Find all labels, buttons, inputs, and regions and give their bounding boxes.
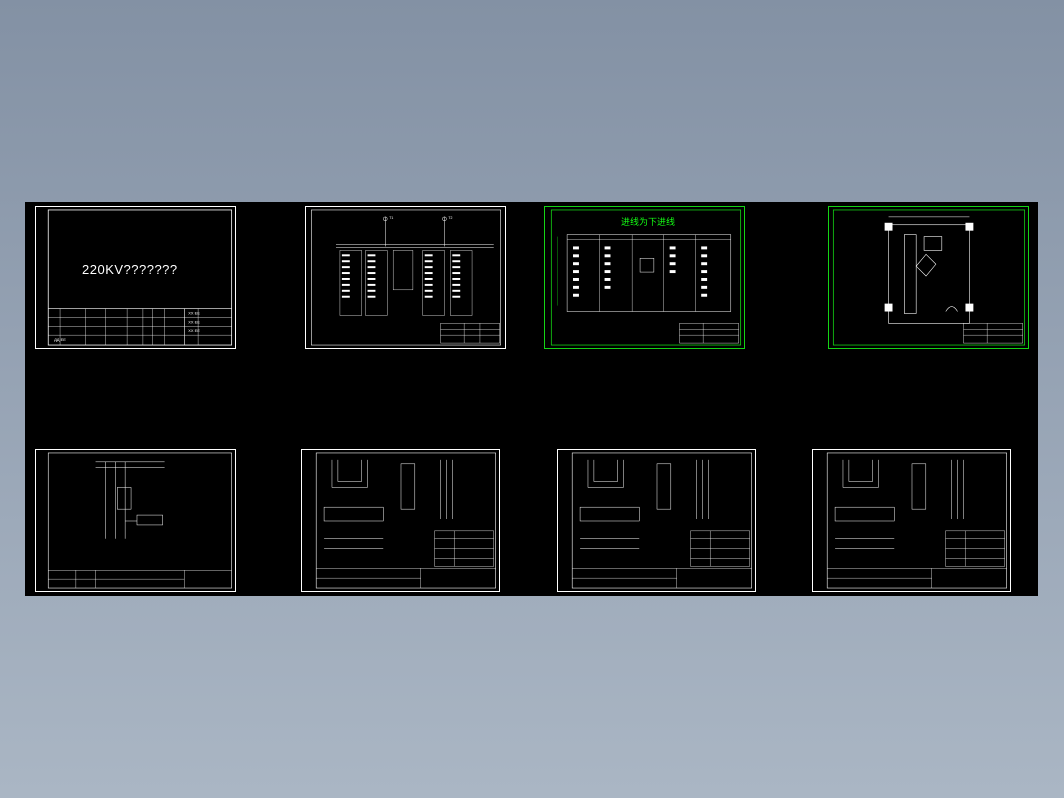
drawing-sheet-control-1[interactable] — [301, 449, 500, 592]
room-layout-linework — [832, 209, 1026, 346]
drawing-sheet-wiring[interactable] — [35, 449, 236, 592]
drawing-sheet-panel-layout[interactable]: 进线为下进线 — [544, 206, 745, 349]
single-line-linework: T1 T2 — [311, 209, 501, 346]
svg-text:T1: T1 — [389, 216, 393, 220]
cover-title-text: 220KV??????? — [82, 262, 178, 277]
control-1-linework — [315, 452, 496, 589]
drawing-sheet-control-2[interactable] — [557, 449, 756, 592]
control-3-linework — [826, 452, 1007, 589]
drawing-sheet-room-layout[interactable] — [828, 206, 1029, 349]
svg-text:T2: T2 — [448, 216, 452, 220]
cover-linework: ДД ЕЕ ХХ ЕЕ ХХ ЕЕ ХХ ЕЕ — [47, 209, 233, 346]
wiring-linework — [47, 452, 232, 589]
svg-text:ДД ЕЕ: ДД ЕЕ — [54, 337, 66, 342]
drawing-sheet-control-3[interactable] — [812, 449, 1011, 592]
svg-text:ХХ ЕЕ: ХХ ЕЕ — [188, 328, 200, 333]
svg-text:ХХ ЕЕ: ХХ ЕЕ — [188, 319, 200, 324]
drawing-sheet-cover[interactable]: ДД ЕЕ ХХ ЕЕ ХХ ЕЕ ХХ ЕЕ 220KV??????? — [35, 206, 236, 349]
panel-layout-linework — [550, 209, 742, 346]
drawing-sheet-single-line[interactable]: T1 T2 — [305, 206, 506, 349]
panel-layout-title: 进线为下进线 — [621, 218, 676, 228]
svg-text:ХХ ЕЕ: ХХ ЕЕ — [188, 310, 200, 315]
control-2-linework — [571, 452, 752, 589]
